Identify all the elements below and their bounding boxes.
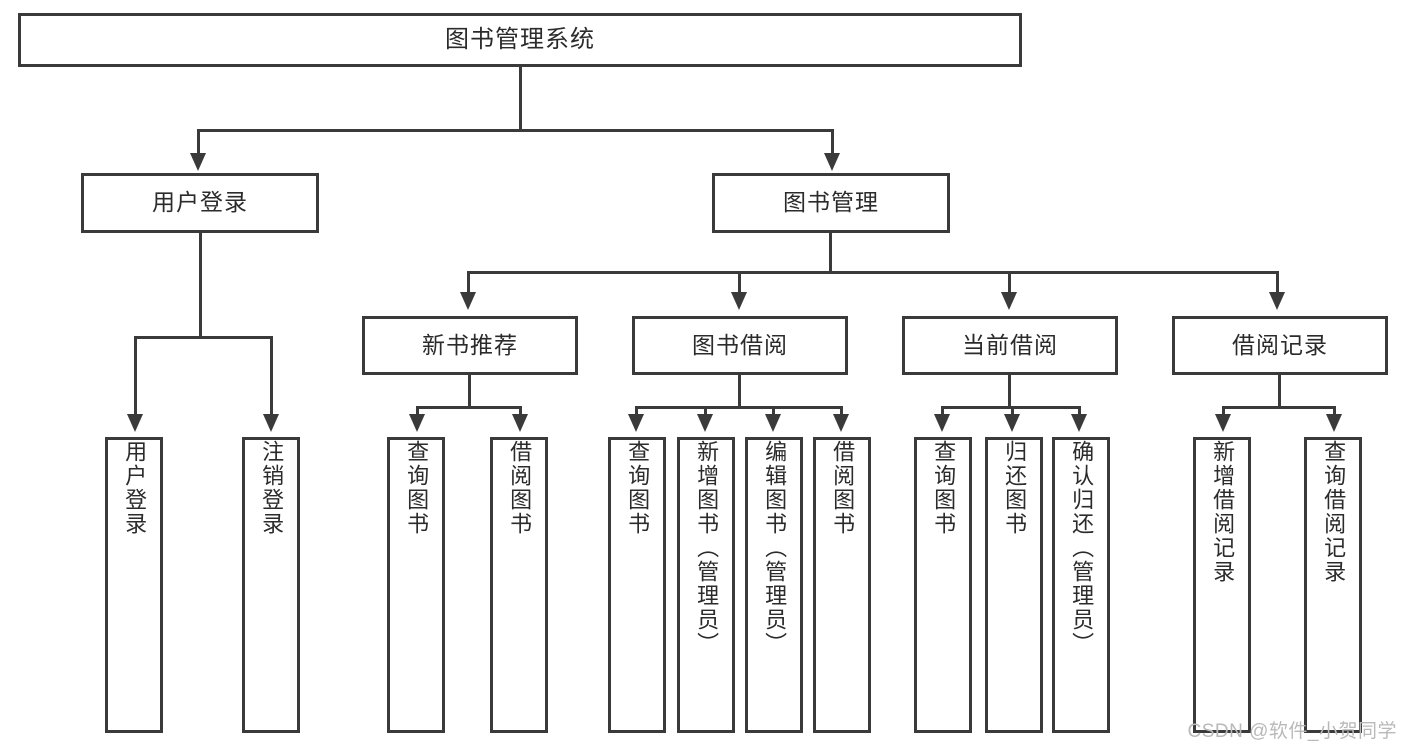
edge-borrow-record-to-leaf-2	[1333, 406, 1336, 418]
edge-current-borrow-to-leaf-3	[1078, 406, 1081, 418]
edge-borrow-record-stem	[1278, 375, 1281, 406]
edge-book-borrow-to-leaf-4	[840, 406, 843, 418]
leaf-borrow-add-book-admin-label: 新增图书（管理员）	[694, 440, 720, 656]
arrow-root-to-book-mgmt	[824, 153, 840, 171]
leaf-borrow-query-book[interactable]: 查询图书	[608, 437, 666, 733]
node-root-system[interactable]: 图书管理系统	[18, 13, 1022, 67]
leaf-borrow-edit-book-admin[interactable]: 编辑图书（管理员）	[745, 437, 803, 733]
leaf-newbook-query-book-label: 查询图书	[404, 440, 430, 536]
edge-root-to-user-login	[197, 129, 200, 157]
arrow-borrow-record-to-leaf-2	[1326, 414, 1342, 432]
edge-user-login-bus	[134, 336, 273, 339]
edge-root-to-book-mgmt	[831, 129, 834, 157]
node-borrow-record[interactable]: 借阅记录	[1172, 316, 1388, 375]
edge-book-mgmt-to-borrow-record	[1276, 271, 1279, 296]
arrow-book-mgmt-to-current-borrow	[1001, 292, 1017, 310]
arrow-book-borrow-to-leaf-2	[697, 414, 713, 432]
csdn-watermark: CSDN @软件_小贺同学	[1187, 721, 1397, 742]
leaf-record-add-record-label: 新增借阅记录	[1210, 440, 1236, 584]
edge-new-book-stem	[468, 375, 471, 406]
edge-user-login-to-leaf-1	[134, 336, 137, 418]
leaf-borrow-borrow-book[interactable]: 借阅图书	[813, 437, 871, 733]
leaf-borrow-edit-book-admin-label: 编辑图书（管理员）	[762, 440, 788, 656]
arrow-root-to-user-login	[190, 153, 206, 171]
arrow-new-book-to-leaf-2	[512, 414, 528, 432]
edge-book-mgmt-to-current-borrow	[1008, 271, 1011, 296]
arrow-current-borrow-to-leaf-2	[1004, 414, 1020, 432]
edge-borrow-record-bus	[1222, 406, 1336, 409]
edge-current-borrow-to-leaf-2	[1011, 406, 1014, 418]
node-new-book-recommend[interactable]: 新书推荐	[362, 316, 578, 375]
arrow-book-borrow-to-leaf-3	[765, 414, 781, 432]
leaf-borrow-add-book-admin[interactable]: 新增图书（管理员）	[677, 437, 735, 733]
leaf-newbook-borrow-book[interactable]: 借阅图书	[490, 437, 548, 733]
arrow-book-borrow-to-leaf-1	[628, 414, 644, 432]
edge-book-borrow-bus	[635, 406, 843, 409]
arrow-book-mgmt-to-book-borrow	[731, 292, 747, 310]
leaf-borrow-query-book-label: 查询图书	[625, 440, 651, 536]
edge-book-mgmt-to-new-book	[467, 271, 470, 296]
leaf-current-query-book[interactable]: 查询图书	[914, 437, 972, 733]
edge-current-borrow-stem	[1008, 375, 1011, 406]
edge-book-borrow-stem	[738, 375, 741, 406]
node-book-management-label: 图书管理	[783, 189, 879, 216]
node-book-borrow[interactable]: 图书借阅	[632, 316, 848, 375]
edge-new-book-to-leaf-1	[416, 406, 419, 418]
arrow-user-login-to-leaf-1	[127, 414, 143, 432]
node-new-book-recommend-label: 新书推荐	[422, 331, 518, 358]
arrow-borrow-record-to-leaf-1	[1215, 414, 1231, 432]
edge-new-book-to-leaf-2	[519, 406, 522, 418]
arrow-current-borrow-to-leaf-3	[1071, 414, 1087, 432]
leaf-record-add-record[interactable]: 新增借阅记录	[1193, 437, 1251, 733]
edge-book-mgmt-stem	[829, 233, 832, 271]
arrow-book-mgmt-to-new-book	[460, 292, 476, 310]
leaf-newbook-borrow-book-label: 借阅图书	[507, 440, 533, 536]
arrow-new-book-to-leaf-1	[409, 414, 425, 432]
leaf-record-query-record[interactable]: 查询借阅记录	[1304, 437, 1362, 733]
arrow-current-borrow-to-leaf-1	[934, 414, 950, 432]
leaf-current-return-book[interactable]: 归还图书	[985, 437, 1043, 733]
node-book-management[interactable]: 图书管理	[712, 173, 950, 233]
node-user-login-label: 用户登录	[152, 189, 248, 216]
leaf-user-logout-label: 注销登录	[259, 440, 285, 536]
leaf-user-login-label: 用户登录	[122, 440, 148, 536]
node-borrow-record-label: 借阅记录	[1232, 331, 1328, 358]
edge-root-stem	[519, 67, 522, 129]
node-root-system-label: 图书管理系统	[445, 25, 595, 53]
edge-user-login-to-leaf-2	[270, 336, 273, 418]
leaf-current-confirm-return-admin-label: 确认归还（管理员）	[1069, 440, 1095, 656]
leaf-user-logout[interactable]: 注销登录	[242, 437, 300, 733]
leaf-user-login[interactable]: 用户登录	[105, 437, 163, 733]
edge-book-mgmt-to-book-borrow	[738, 271, 741, 296]
edge-borrow-record-to-leaf-1	[1222, 406, 1225, 418]
edge-book-borrow-to-leaf-1	[635, 406, 638, 418]
node-current-borrow[interactable]: 当前借阅	[902, 316, 1118, 375]
leaf-current-confirm-return-admin[interactable]: 确认归还（管理员）	[1052, 437, 1110, 733]
leaf-current-return-book-label: 归还图书	[1002, 440, 1028, 536]
node-book-borrow-label: 图书借阅	[692, 331, 788, 358]
node-user-login[interactable]: 用户登录	[81, 173, 319, 233]
leaf-borrow-borrow-book-label: 借阅图书	[830, 440, 856, 536]
edge-book-borrow-to-leaf-2	[704, 406, 707, 418]
arrow-book-borrow-to-leaf-4	[833, 414, 849, 432]
edge-user-login-stem	[199, 233, 202, 336]
node-current-borrow-label: 当前借阅	[962, 331, 1058, 358]
edge-book-mgmt-bus	[467, 271, 1279, 274]
leaf-record-query-record-label: 查询借阅记录	[1321, 440, 1347, 584]
edge-root-bus	[197, 129, 834, 132]
arrow-book-mgmt-to-borrow-record	[1269, 292, 1285, 310]
edge-new-book-bus	[416, 406, 522, 409]
leaf-current-query-book-label: 查询图书	[931, 440, 957, 536]
edge-book-borrow-to-leaf-3	[772, 406, 775, 418]
edge-current-borrow-to-leaf-1	[941, 406, 944, 418]
arrow-user-login-to-leaf-2	[263, 414, 279, 432]
leaf-newbook-query-book[interactable]: 查询图书	[387, 437, 445, 733]
